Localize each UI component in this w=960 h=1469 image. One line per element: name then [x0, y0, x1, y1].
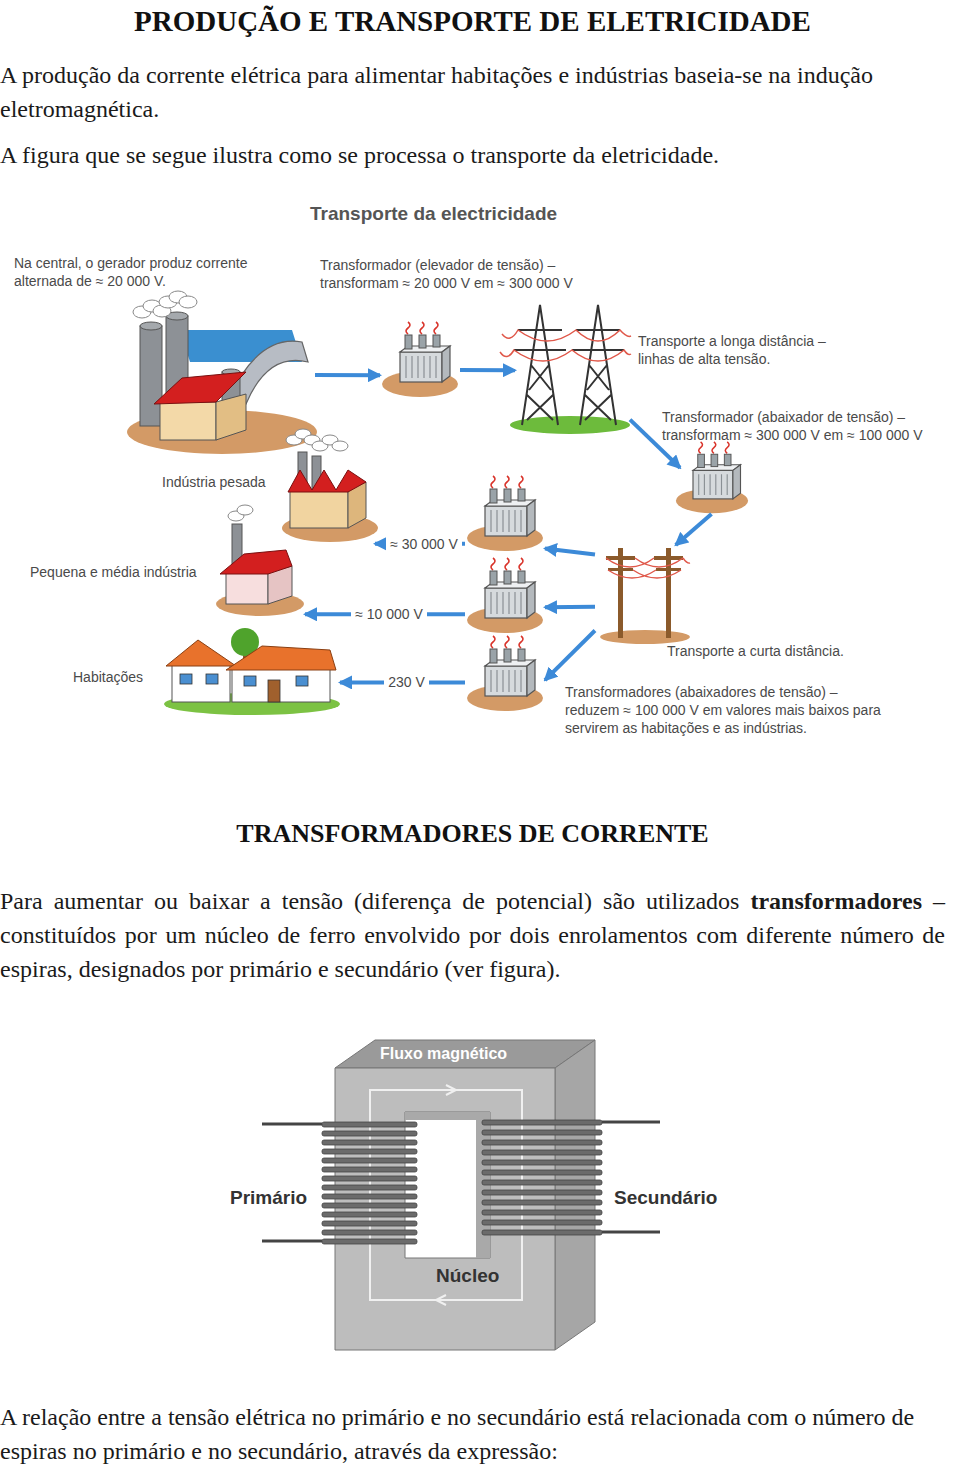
transmission-node: Transporte a longa distância – linhas de…: [515, 300, 630, 430]
flow-arrow: [676, 514, 712, 545]
heavy-industry: [282, 429, 378, 542]
transformer-node: Transformador (elevador de tensão) – tra…: [380, 320, 460, 400]
pylons: [500, 305, 631, 434]
flow-arrow: [545, 631, 595, 681]
node-label: Transporte a longa distância – linhas de…: [638, 332, 838, 368]
node-label: Na central, o gerador produz corrente al…: [14, 254, 254, 290]
transformer-icon: [467, 558, 543, 633]
flow-arrow: [630, 420, 680, 468]
coil-label: Secundário: [614, 1186, 717, 1210]
transformer-group-node: Transformadores (abaixadores de tensão) …: [465, 478, 545, 713]
section-heading: TRANSFORMADORES DE CORRENTE: [0, 818, 945, 850]
utility-poles: [600, 548, 690, 644]
body-paragraph: Para aumentar ou baixar a tensão (difere…: [0, 884, 945, 986]
core-label: Fluxo magnético: [380, 1044, 507, 1064]
houses: [164, 628, 340, 715]
distribution-node: Transporte a curta distância.: [595, 545, 690, 640]
page-title: PRODUÇÃO E TRANSPORTE DE ELETRICIDADE: [0, 4, 945, 38]
transformer-core: [262, 1040, 660, 1350]
flow-arrow: [315, 373, 380, 377]
figure-title: Transporte da electricidade: [310, 202, 557, 226]
node-label: Habitações: [73, 668, 143, 686]
consumer-node: Indústria pesada: [280, 440, 375, 545]
edge-label: ≈ 10 000 V: [351, 605, 427, 623]
body-paragraph: A figura que se segue ilustra como se pr…: [0, 138, 950, 172]
transformer-icon: [382, 322, 458, 397]
flow-arrow: [460, 368, 515, 372]
flow-arrow: [545, 605, 595, 610]
body-paragraph: A produção da corrente elétrica para ali…: [0, 58, 950, 126]
node-label: Pequena e média indústria: [30, 563, 197, 581]
bold-term: transformadores: [750, 888, 922, 914]
node-label: Indústria pesada: [162, 473, 266, 491]
consumer-node: Habitações: [165, 630, 340, 715]
node-label: Transporte a curta distância.: [667, 642, 844, 660]
transformer-icon: [467, 636, 543, 711]
transformer-icon: [676, 442, 748, 513]
small-industry: [216, 505, 304, 616]
node-label: Transformador (abaixador de tensão) – tr…: [662, 408, 954, 444]
transformer-icon: [467, 476, 543, 551]
consumer-node: Pequena e média indústria: [215, 510, 305, 620]
edge-label: 230 V: [384, 673, 429, 691]
transformer-node: Transformador (abaixador de tensão) – tr…: [680, 448, 750, 514]
node-label: Transformadores (abaixadores de tensão) …: [565, 683, 895, 737]
coil-label: Primário: [230, 1186, 307, 1210]
node-label: Transformador (elevador de tensão) – tra…: [320, 256, 620, 292]
power-plant: [127, 291, 317, 454]
body-paragraph: A relação entre a tensão elétrica no pri…: [0, 1400, 950, 1468]
core-label: Núcleo: [436, 1264, 499, 1288]
edge-label: ≈ 30 000 V: [386, 535, 462, 553]
power-plant-node: Na central, o gerador produz corrente al…: [130, 295, 315, 455]
flow-arrow: [545, 549, 595, 555]
body-text: Para aumentar ou baixar a tensão (difere…: [0, 888, 739, 914]
